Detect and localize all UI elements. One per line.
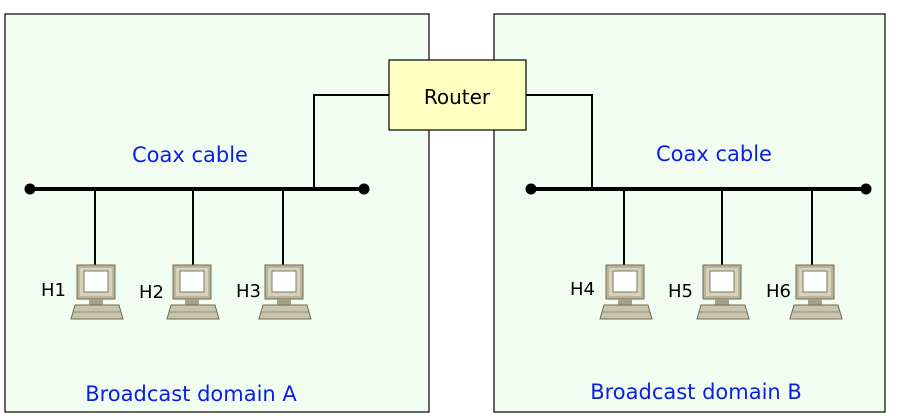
computer-icon — [599, 264, 653, 320]
host-label-h3: H3 — [236, 281, 261, 302]
domain-label-b: Broadcast domain B — [590, 380, 802, 404]
bus-terminator — [860, 183, 872, 195]
bus-terminator — [24, 183, 36, 195]
coax-bus-a — [24, 183, 370, 270]
host-label-h6: H6 — [766, 281, 791, 302]
bus-terminator — [358, 183, 370, 195]
computer-icon — [696, 264, 750, 320]
host-label-h4: H4 — [570, 279, 595, 300]
bus-terminator — [525, 183, 537, 195]
broadcast-domain-b — [493, 13, 886, 413]
host-label-h5: H5 — [668, 281, 693, 302]
computer-icon — [258, 264, 312, 320]
host-label-h1: H1 — [41, 280, 66, 301]
broadcast-domain-a — [4, 13, 430, 413]
host-label-h2: H2 — [139, 282, 164, 303]
computer-icon — [166, 264, 220, 320]
router: Router — [388, 59, 527, 131]
computer-icon — [789, 264, 843, 320]
domain-label-a: Broadcast domain A — [85, 382, 297, 406]
coax-bus-b — [525, 183, 872, 270]
router-link-b — [526, 94, 593, 189]
router-link-a — [313, 94, 389, 189]
coax-cable-label-a: Coax cable — [132, 143, 248, 167]
router-label: Router — [424, 85, 491, 109]
coax-cable-label-b: Coax cable — [656, 142, 772, 166]
computer-icon — [70, 264, 124, 320]
